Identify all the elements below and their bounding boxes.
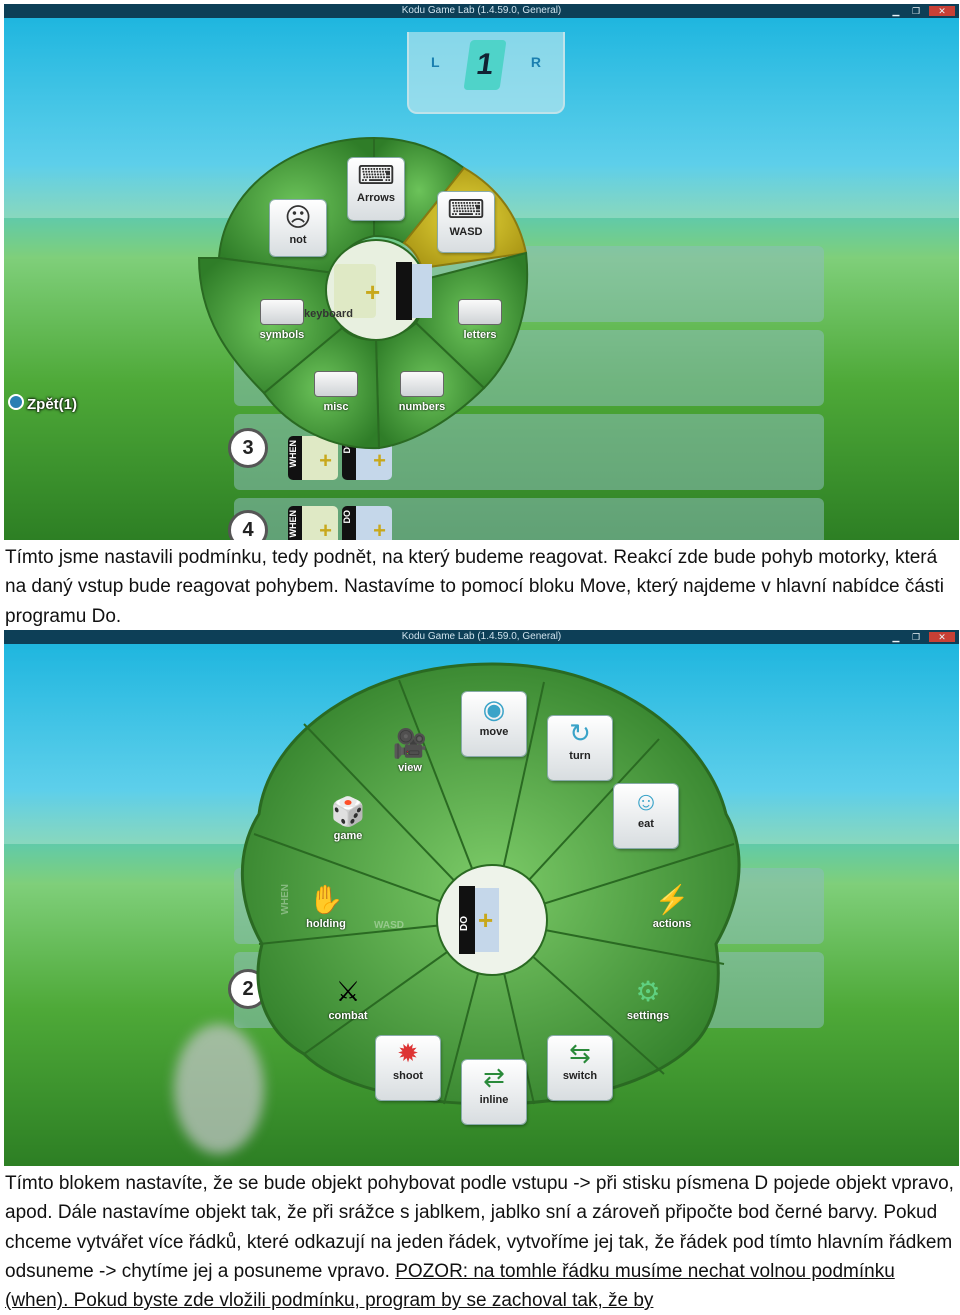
row-number-3: 3 (228, 428, 268, 468)
holding-icon: ✋ (308, 884, 344, 915)
page-left-button[interactable]: L (431, 54, 440, 70)
keyboard-icon (315, 372, 357, 396)
motorbike-blur (174, 1024, 264, 1154)
warning-underlined: POZOR: na tomhle řádku musíme nechat vol… (5, 1260, 895, 1312)
switch-icon: ⇆ (569, 1038, 591, 1068)
keyboard-icon (261, 300, 303, 324)
holding-item[interactable]: ✋ holding (286, 882, 366, 930)
eat-icon: ☺ (632, 786, 660, 816)
move-tile[interactable]: ◉ move (462, 692, 526, 756)
letters-item[interactable]: letters (440, 294, 520, 341)
page-selector[interactable]: L 1 R (407, 32, 565, 114)
move-icon: ◉ (482, 694, 506, 724)
inline-tile[interactable]: ⇄ inline (462, 1060, 526, 1124)
view-item[interactable]: 🎥 view (370, 726, 450, 774)
wasd-keys-icon: ⌨ (447, 194, 485, 224)
maximize-button[interactable]: ❐ (911, 6, 921, 16)
keyboard-pie-menu: + (197, 136, 529, 450)
turn-icon: ↻ (569, 718, 591, 748)
screenshot-keyboard-menu: Kodu Game Lab (1.4.59.0, General) ▁ ❐ ✕ … (4, 4, 959, 540)
row-number-4: 4 (228, 510, 268, 540)
lightning-icon: ⚡ (654, 884, 690, 915)
maximize-button[interactable]: ❐ (911, 632, 921, 642)
not-face-icon: ☹ (284, 202, 312, 232)
shoot-icon: ✹ (397, 1038, 419, 1068)
window-title: Kodu Game Lab (1.4.59.0, General) (401, 631, 562, 642)
shoot-tile[interactable]: ✹ shoot (376, 1036, 440, 1100)
back-button[interactable]: Zpět(1) (8, 394, 77, 413)
faded-wasd-label: WASD (374, 920, 404, 931)
game-background: 3 4 WHEN+ DO+ WHEN+ DO+ L 1 R Zpět(1) (4, 18, 959, 540)
back-icon (8, 394, 24, 410)
page-right-button[interactable]: R (530, 54, 541, 70)
switch-tile[interactable]: ⇆ switch (548, 1036, 612, 1100)
hidden-keyboard-label: keyboard (304, 308, 353, 320)
combat-icon: ⚔ (335, 976, 361, 1007)
arrow-keys-icon: ⌨ (357, 160, 395, 190)
when-chip-row-4[interactable]: WHEN+ (288, 506, 338, 540)
keyboard-icon (459, 300, 501, 324)
close-button[interactable]: ✕ (929, 632, 955, 642)
game-icon: 🎲 (330, 796, 366, 827)
screenshot-do-menu: Kodu Game Lab (1.4.59.0, General) ▁ ❐ ✕ … (4, 630, 959, 1166)
paragraph-2: Tímto blokem nastavíte, že se bude objek… (5, 1173, 954, 1312)
not-tile[interactable]: ☹ not (270, 200, 326, 256)
game-item[interactable]: 🎲 game (308, 794, 388, 842)
gear-icon: ⚙ (635, 976, 661, 1007)
eat-tile[interactable]: ☺ eat (614, 784, 678, 848)
settings-item[interactable]: ⚙ settings (608, 974, 688, 1022)
actions-item[interactable]: ⚡ actions (632, 882, 712, 930)
svg-text:+: + (365, 277, 380, 307)
minimize-button[interactable]: ▁ (892, 632, 900, 642)
window-title: Kodu Game Lab (1.4.59.0, General) (401, 5, 562, 16)
wasd-tile[interactable]: ⌨ WASD (438, 192, 494, 252)
close-button[interactable]: ✕ (929, 6, 955, 16)
svg-text:+: + (478, 905, 493, 935)
do-chip-row-4[interactable]: DO+ (342, 506, 392, 540)
camera-icon: 🎥 (392, 728, 428, 759)
misc-item[interactable]: misc (296, 366, 376, 413)
do-pie-menu: + (241, 662, 741, 1106)
symbols-item[interactable]: symbols (242, 294, 322, 341)
keyboard-icon (401, 372, 443, 396)
paragraph-1: Tímto jsme nastavili podmínku, tedy podn… (5, 547, 944, 627)
turn-tile[interactable]: ↻ turn (548, 716, 612, 780)
numbers-item[interactable]: numbers (382, 366, 462, 413)
window-titlebar: Kodu Game Lab (1.4.59.0, General) ▁ ❐ ✕ (4, 4, 959, 18)
combat-item[interactable]: ⚔ combat (308, 974, 388, 1022)
inline-icon: ⇄ (483, 1062, 505, 1092)
center-do-label: DO (459, 916, 470, 931)
game-background: 2 (4, 644, 959, 1166)
arrows-tile[interactable]: ⌨ Arrows (348, 158, 404, 220)
minimize-button[interactable]: ▁ (892, 6, 900, 16)
window-titlebar: Kodu Game Lab (1.4.59.0, General) ▁ ❐ ✕ (4, 630, 959, 644)
when-chip-row-3[interactable]: WHEN+ (288, 436, 338, 480)
